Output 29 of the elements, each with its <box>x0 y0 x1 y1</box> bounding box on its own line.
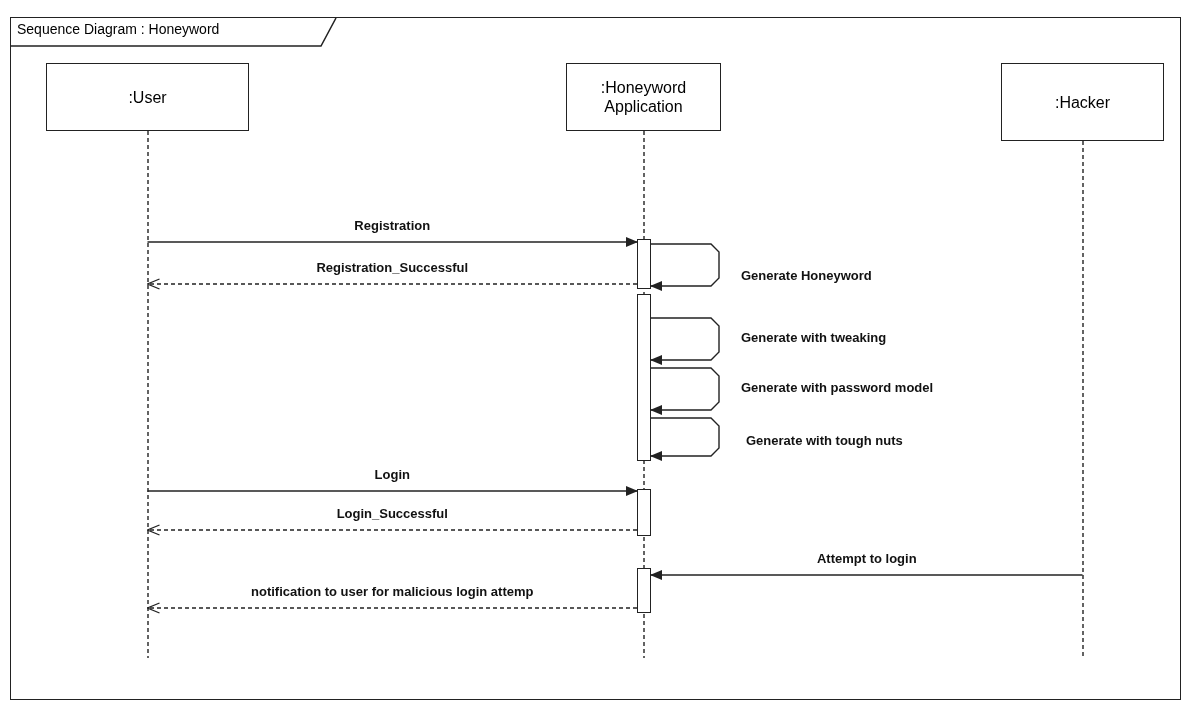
message-arrow <box>650 570 1084 580</box>
activation-bar <box>637 239 651 289</box>
message-label: Generate with tough nuts <box>746 433 903 448</box>
message-label: Generate Honeyword <box>741 268 872 283</box>
participant-box: :Honeyword Application <box>566 63 721 131</box>
message-arrow <box>146 486 638 496</box>
sequence-frame <box>10 17 1181 700</box>
activation-bar <box>637 294 651 461</box>
participant-box: :Hacker <box>1001 63 1164 141</box>
self-message-arrow <box>650 243 720 291</box>
return-arrow <box>146 278 638 290</box>
message-label: Login <box>374 467 410 482</box>
message-label: Attempt to login <box>816 551 917 566</box>
self-message-arrow <box>650 417 720 461</box>
message-label: notification to user for malicious login attemp <box>251 584 534 599</box>
activation-bar <box>637 568 651 613</box>
message-label: Registration <box>354 218 431 233</box>
message-label: Generate with tweaking <box>741 330 887 345</box>
frame-title: Sequence Diagram : Honeyword <box>17 21 220 37</box>
message-arrow <box>146 237 638 247</box>
message-label: Registration_Successful <box>316 260 469 275</box>
self-message-arrow <box>650 317 720 365</box>
participant-box: :User <box>46 63 249 131</box>
activation-bar <box>637 489 651 536</box>
return-arrow <box>146 602 638 614</box>
return-arrow <box>146 524 638 536</box>
message-label: Generate with password model <box>741 380 934 395</box>
message-label: Login_Successful <box>336 506 448 521</box>
self-message-arrow <box>650 367 720 415</box>
